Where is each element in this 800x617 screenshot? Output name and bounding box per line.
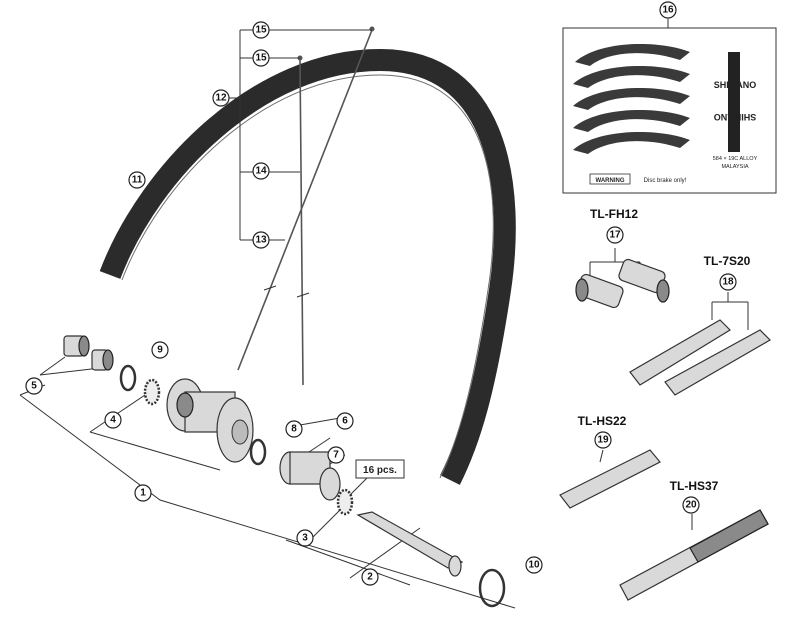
rs-logo-icon (573, 43, 690, 154)
lock-ring-3 (336, 488, 354, 516)
callout-label: 18 (722, 277, 734, 288)
decal-sheet: SHIMANO SHIMANO 584 × 19C ALLOY MALAYSIA… (562, 19, 777, 194)
callout-11: 11 (128, 171, 146, 189)
callout-7: 7 (327, 446, 345, 464)
washer-8 (249, 438, 267, 466)
callout-16: 16 (659, 1, 677, 19)
tool-label-hs22: TL-HS22 (578, 414, 627, 428)
callout-label: 10 (528, 560, 540, 571)
spokes (237, 26, 375, 386)
tool-7s20: TL-7S20 (629, 254, 771, 396)
spoke-13 (237, 29, 373, 371)
callout-6: 6 (336, 412, 354, 430)
callout-10: 10 (525, 556, 543, 574)
callout-13: 13 (252, 231, 270, 249)
callout-label: 5 (31, 381, 37, 392)
tool-hs22: TL-HS22 (559, 414, 661, 509)
nipple-icon (369, 26, 375, 32)
callout-9: 9 (151, 341, 169, 359)
rim (99, 48, 516, 485)
callout-label: 15 (255, 25, 267, 36)
tool-fh12: TL-FH12 (575, 207, 670, 309)
callout-label: 12 (215, 93, 227, 104)
callout-15: 15 (252, 21, 270, 39)
brand-text: SHIMANO (714, 80, 757, 90)
callout-18: 18 (719, 273, 737, 291)
callout-label: 16 (662, 5, 674, 16)
freehub-body (279, 451, 341, 501)
tool-hs37: TL-HS37 (619, 479, 769, 601)
washer-9 (119, 364, 137, 392)
callout-label: 9 (157, 345, 163, 356)
callout-label: 17 (609, 230, 621, 241)
callout-label: 8 (291, 424, 297, 435)
end-cap-left (63, 335, 90, 357)
callout-3: 3 (296, 529, 314, 547)
warning-label: WARNING (596, 178, 625, 184)
tool-label-fh12: TL-FH12 (590, 207, 638, 221)
callout-8: 8 (285, 420, 303, 438)
quantity-label: 16 pcs. (363, 465, 397, 476)
callout-17: 17 (606, 226, 624, 244)
callout-label: 15 (255, 53, 267, 64)
spec-line-1: 584 × 19C ALLOY (713, 156, 758, 162)
callout-label: 2 (367, 572, 373, 583)
callout-label: 11 (132, 175, 143, 186)
spoke-14 (299, 59, 304, 386)
callout-12: 12 (212, 89, 230, 107)
tool-label-hs37: TL-HS37 (670, 479, 719, 493)
callout-label: 7 (333, 450, 339, 461)
callout-label: 6 (342, 416, 348, 427)
callout-label: 1 (140, 488, 146, 499)
callout-20: 20 (682, 496, 700, 514)
callout-14: 14 (252, 162, 270, 180)
callout-label: 3 (302, 533, 308, 544)
brand-text-mirrored: SHIMANO (714, 112, 757, 122)
o-ring-10 (478, 568, 506, 608)
spec-line-2: MALAYSIA (721, 164, 748, 170)
callout-label: 14 (255, 166, 267, 177)
axle (356, 511, 464, 577)
callout-label: 4 (110, 415, 116, 426)
warning-text: Disc brake only! (644, 178, 687, 184)
callout-15: 15 (252, 49, 270, 67)
callout-19: 19 (594, 431, 612, 449)
end-cap-lock (91, 349, 114, 371)
callout-label: 19 (597, 435, 609, 446)
callout-2: 2 (361, 568, 379, 586)
callout-5: 5 (25, 377, 43, 395)
lock-ring-4 (143, 378, 161, 406)
hub-shell (166, 378, 254, 463)
callout-label: 20 (685, 500, 697, 511)
callout-1: 1 (134, 484, 152, 502)
callout-label: 13 (255, 235, 267, 246)
tool-label-7s20: TL-7S20 (704, 254, 751, 268)
callout-4: 4 (104, 411, 122, 429)
assembly-leader-lines (19, 356, 516, 609)
quantity-label-box: 16 pcs. (349, 459, 405, 496)
